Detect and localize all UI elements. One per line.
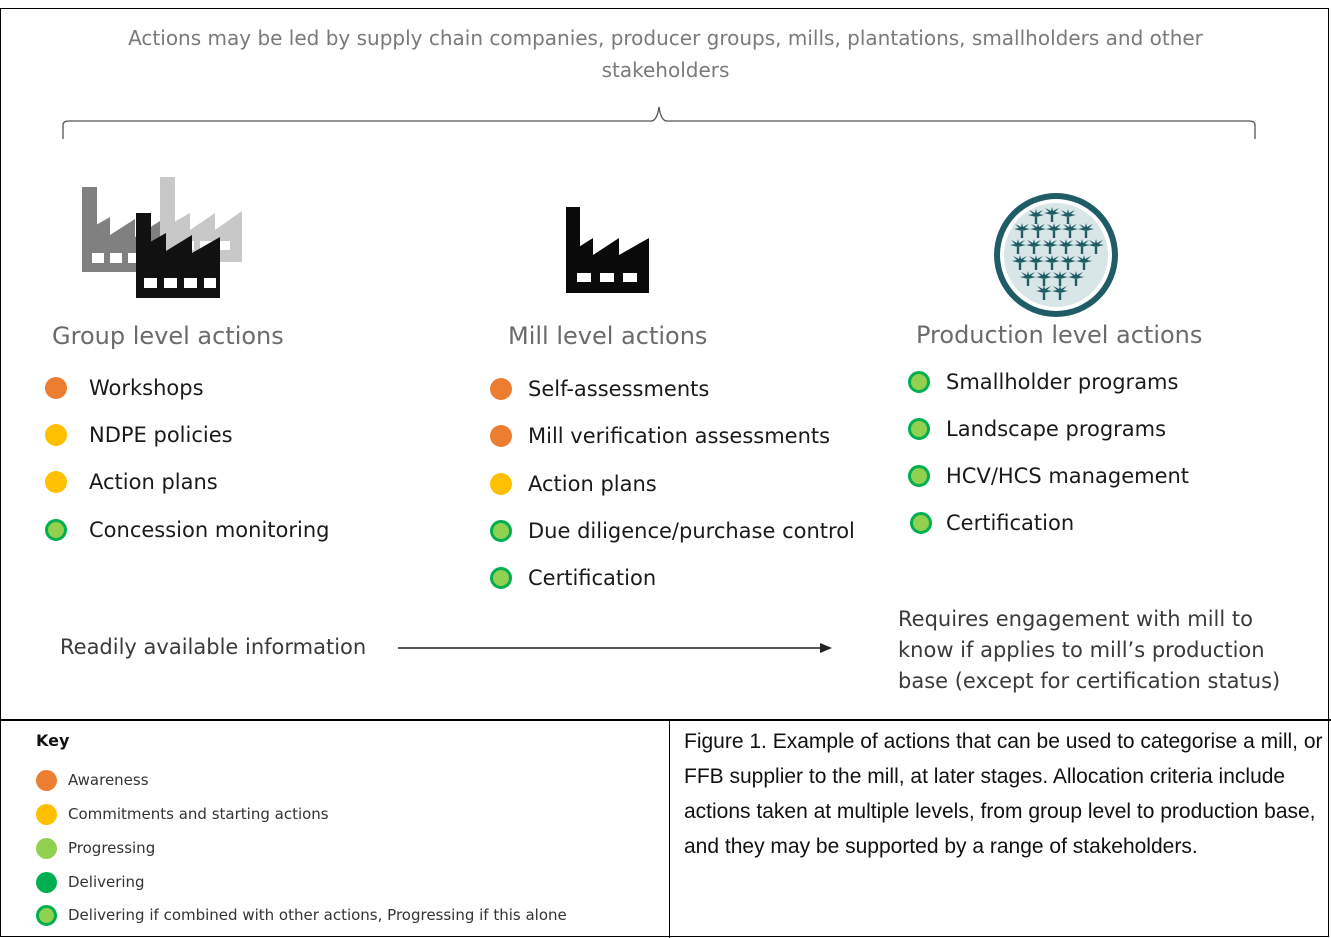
status-dot-commitments: [36, 803, 57, 825]
brace-icon: [62, 106, 1256, 139]
production-item: Certification: [910, 508, 1074, 538]
item-label: Landscape programs: [946, 417, 1167, 441]
status-dot-combined: [910, 512, 932, 534]
key-item: Commitments and starting actions: [36, 803, 329, 825]
mill-heading: Mill level actions: [508, 322, 708, 350]
group-item: Workshops: [45, 373, 204, 403]
status-dot-awareness: [36, 769, 57, 791]
status-dot-progressing: [36, 837, 57, 859]
mill-item: Due diligence/purchase control: [490, 516, 855, 546]
item-label: Due diligence/purchase control: [528, 519, 855, 543]
palm-plantation-icon: [994, 193, 1118, 317]
status-dot-commitments: [45, 424, 67, 446]
group-item: Action plans: [45, 467, 218, 497]
factory-icon: [566, 207, 649, 293]
status-dot-combined: [908, 418, 930, 440]
group-item: NDPE policies: [45, 420, 233, 450]
status-dot-commitments: [490, 473, 512, 495]
key-label: Progressing: [68, 839, 156, 857]
key-title: Key: [36, 731, 70, 750]
status-dot-combined: [45, 519, 67, 541]
status-dot-awareness: [45, 377, 67, 399]
group-heading: Group level actions: [52, 322, 284, 350]
group-factories-icon: [82, 177, 242, 298]
status-dot-combined: [908, 465, 930, 487]
key-item: Delivering: [36, 871, 145, 893]
item-label: Certification: [946, 511, 1075, 535]
requires-engagement-label: Requires engagement with mill to know if…: [898, 607, 1281, 693]
mill-item: Self-assessments: [490, 374, 709, 404]
status-dot-combined: [490, 520, 512, 542]
item-label: Self-assessments: [528, 377, 710, 401]
figure-caption: Figure 1. Example of actions that can be…: [684, 730, 1323, 858]
header-text: Actions may be led by supply chain compa…: [128, 26, 1203, 82]
group-item: Concession monitoring: [45, 515, 329, 545]
item-label: Action plans: [89, 470, 218, 494]
status-dot-commitments: [45, 471, 67, 493]
arrow-right-icon: [398, 643, 832, 653]
production-item: HCV/HCS management: [908, 461, 1189, 491]
item-label: Action plans: [528, 472, 657, 496]
status-dot-combined: [908, 371, 930, 393]
key-caption-divider: [669, 719, 670, 938]
key-label: Awareness: [68, 771, 149, 789]
mill-item: Certification: [490, 563, 656, 593]
status-dot-awareness: [490, 425, 512, 447]
production-item: Landscape programs: [908, 414, 1166, 444]
item-label: Certification: [528, 566, 657, 590]
item-label: Mill verification assessments: [528, 424, 831, 448]
key-label: Delivering if combined with other action…: [68, 906, 567, 924]
readily-available-label: Readily available information: [60, 635, 367, 659]
status-dot-combined: [36, 904, 57, 926]
production-item: Smallholder programs: [908, 367, 1178, 397]
item-label: Smallholder programs: [946, 370, 1179, 394]
mill-item: Action plans: [490, 469, 657, 499]
status-dot-awareness: [490, 378, 512, 400]
section-divider: [0, 719, 1331, 721]
item-label: Workshops: [89, 376, 204, 400]
key-label: Commitments and starting actions: [68, 805, 329, 823]
item-label: NDPE policies: [89, 423, 233, 447]
item-label: HCV/HCS management: [946, 464, 1190, 488]
key-item: Progressing: [36, 837, 155, 859]
status-dot-delivering: [36, 871, 57, 893]
key-label: Delivering: [68, 873, 145, 891]
key-item: Delivering if combined with other action…: [36, 904, 567, 926]
status-dot-combined: [490, 567, 512, 589]
diagram-frame: [0, 8, 1329, 937]
item-label: Concession monitoring: [89, 518, 330, 542]
mill-item: Mill verification assessments: [490, 421, 830, 451]
key-item: Awareness: [36, 769, 149, 791]
production-heading: Production level actions: [916, 321, 1203, 349]
